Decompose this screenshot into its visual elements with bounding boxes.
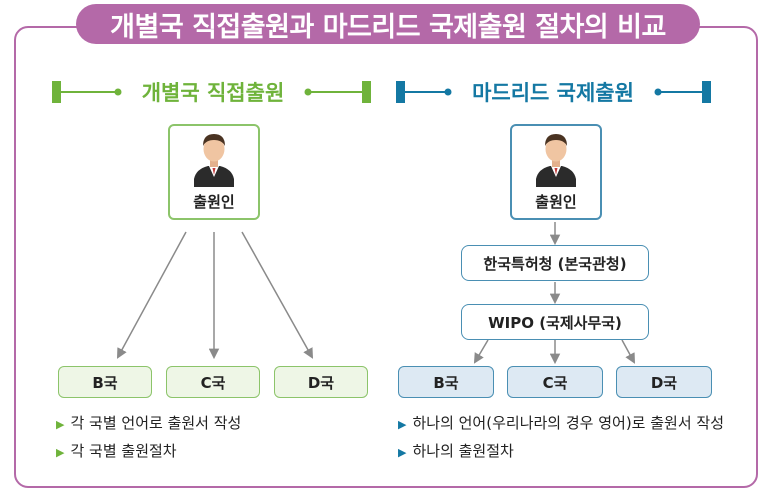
- person-icon: [536, 134, 576, 187]
- right-bullets: ▶ 하나의 언어(우리나라의 경우 영어)로 출원서 작성 ▶ 하나의 출원절차: [398, 410, 724, 466]
- right-heading-end-block: [396, 81, 405, 103]
- right-bullet-2: 하나의 출원절차: [412, 442, 514, 460]
- right-section-heading: 마드리드 국제출원: [448, 80, 658, 105]
- page-title: 개별국 직접출원과 마드리드 국제출원 절차의 비교: [76, 4, 700, 44]
- triangle-right-icon: ▶: [398, 446, 407, 459]
- wipo-label: WIPO (국제사무국): [488, 313, 622, 332]
- left-bullet-1: 각 국별 언어로 출원서 작성: [70, 414, 242, 432]
- left-arrow-b: [116, 231, 187, 359]
- left-heading-dot: [114, 88, 122, 96]
- left-target-d: D국: [274, 366, 368, 398]
- right-target-d-label: D국: [650, 373, 678, 392]
- left-applicant-box: 출원인: [168, 124, 260, 220]
- list-item: ▶ 각 국별 출원절차: [56, 438, 241, 466]
- korea-ipo-box: 한국특허청 (본국관청): [461, 245, 649, 281]
- wipo-box: WIPO (국제사무국): [461, 304, 649, 340]
- right-target-d: D국: [616, 366, 712, 398]
- title-text: 개별국 직접출원과 마드리드 국제출원 절차의 비교: [110, 11, 666, 43]
- left-heading-end-block: [362, 81, 371, 103]
- left-target-d-label: D국: [307, 373, 335, 392]
- left-arrow-d: [241, 231, 314, 359]
- list-item: ▶ 하나의 언어(우리나라의 경우 영어)로 출원서 작성: [398, 410, 724, 438]
- left-target-c: C국: [166, 366, 260, 398]
- right-target-b-label: B국: [433, 373, 459, 392]
- left-section-heading: 개별국 직접출원: [118, 80, 308, 105]
- left-target-b-label: B국: [92, 373, 118, 392]
- triangle-right-icon: ▶: [56, 446, 65, 459]
- right-target-b: B국: [398, 366, 494, 398]
- left-target-b: B국: [58, 366, 152, 398]
- list-item: ▶ 각 국별 언어로 출원서 작성: [56, 410, 241, 438]
- left-bullets: ▶ 각 국별 언어로 출원서 작성 ▶ 각 국별 출원절차: [56, 410, 241, 466]
- triangle-right-icon: ▶: [56, 418, 65, 431]
- right-arrow-b: [473, 339, 489, 364]
- right-bullet-1: 하나의 언어(우리나라의 경우 영어)로 출원서 작성: [412, 414, 725, 432]
- right-heading-text: 마드리드 국제출원: [472, 81, 634, 105]
- right-target-c: C국: [507, 366, 603, 398]
- right-applicant-box: 출원인: [510, 124, 602, 220]
- left-heading-end-block: [52, 81, 61, 103]
- right-heading-dot: [444, 88, 452, 96]
- list-item: ▶ 하나의 출원절차: [398, 438, 724, 466]
- right-arrow-d: [621, 339, 636, 364]
- right-target-c-label: C국: [542, 373, 568, 392]
- triangle-right-icon: ▶: [398, 418, 407, 431]
- left-bullet-2: 각 국별 출원절차: [70, 442, 177, 460]
- korea-ipo-label: 한국특허청 (본국관청): [483, 254, 627, 273]
- person-icon: [194, 134, 234, 187]
- right-applicant-label: 출원인: [535, 193, 577, 211]
- left-target-c-label: C국: [200, 373, 226, 392]
- right-heading-end-block: [702, 81, 711, 103]
- left-heading-text: 개별국 직접출원: [141, 81, 285, 105]
- left-applicant-label: 출원인: [193, 193, 235, 211]
